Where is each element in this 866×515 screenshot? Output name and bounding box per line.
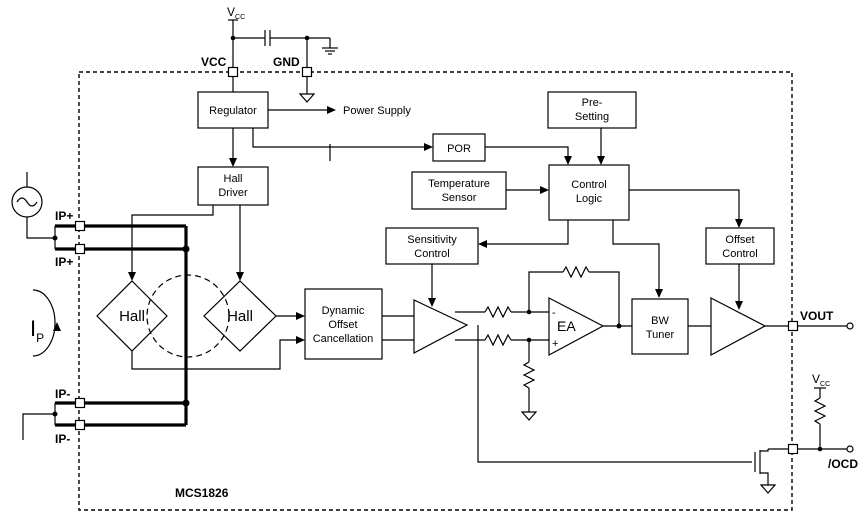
chip-boundary <box>78 71 793 511</box>
ground-symbol-ocd <box>759 484 777 494</box>
hall-element-1-label: Hall <box>119 308 145 325</box>
chip-name: MCS1826 <box>175 486 229 500</box>
error-amplifier <box>548 297 605 357</box>
vout-label: VOUT <box>800 309 834 323</box>
por-block <box>432 133 486 162</box>
vcc-pin-label: VCC <box>201 55 227 69</box>
ip-plus-label-1: IP+ <box>55 209 73 223</box>
vout-pin <box>787 320 799 332</box>
resistor-feedback <box>562 265 590 279</box>
offset-control-block <box>705 227 775 265</box>
ground-symbol-gnd-pin <box>298 93 316 103</box>
por-label: POR <box>447 143 471 155</box>
ea-minus-label: - <box>552 307 556 319</box>
power-supply-label: Power Supply <box>343 105 411 117</box>
hall-element-2 <box>203 280 277 352</box>
resistor-pullup <box>813 397 827 425</box>
power-supply-arrow <box>327 106 336 114</box>
current-label: IP <box>30 316 44 345</box>
ocd-pin <box>787 443 799 455</box>
regulator-label: Regulator <box>209 105 257 117</box>
ip-minus-label-2: IP- <box>55 432 70 446</box>
ip-plus-label-2: IP+ <box>55 255 73 269</box>
dynamic-offset-cancellation-block <box>304 288 383 360</box>
ocd-transistor <box>754 449 769 485</box>
vcc-pin <box>227 66 239 78</box>
temperature-sensor-block <box>411 171 507 210</box>
regulator-block <box>197 91 269 129</box>
sensitivity-control-block <box>385 227 479 265</box>
gnd-pin <box>301 66 313 78</box>
control-logic-block <box>548 164 630 221</box>
current-loop-icon <box>32 289 56 357</box>
output-buffer <box>710 297 767 357</box>
vcc-supply-label-top: VCC <box>227 5 245 21</box>
ground-symbol-top <box>322 47 338 55</box>
ocd-label: /OCD <box>828 457 858 471</box>
ea-plus-label: + <box>552 338 558 350</box>
resistor-1 <box>484 305 512 319</box>
ip-plus-pin-2 <box>74 243 86 255</box>
hall-driver-block <box>197 166 269 206</box>
current-path <box>52 220 190 431</box>
gnd-pin-label: GND <box>273 55 300 69</box>
vcc-supply-label-right: VCC <box>812 372 830 388</box>
ea-label: EA <box>557 318 576 334</box>
ip-plus-pin-1 <box>74 220 86 232</box>
bw-tuner-block <box>631 298 689 355</box>
preamplifier <box>413 299 469 354</box>
ground-symbol-ea <box>520 411 538 421</box>
vout-terminal <box>846 322 854 330</box>
magnetic-field-circle <box>146 274 230 358</box>
ip-minus-pin-2 <box>74 419 86 431</box>
ip-minus-pin-1 <box>74 397 86 409</box>
top-supply: VCC VCC GND <box>201 5 338 103</box>
ip-minus-label-1: IP- <box>55 387 70 401</box>
resistor-2 <box>484 333 512 347</box>
hall-element-2-label: Hall <box>227 308 253 325</box>
ocd-terminal <box>846 445 854 453</box>
presetting-block <box>547 91 637 129</box>
resistor-ground <box>522 361 536 389</box>
presetting-label: Pre-Setting <box>575 97 609 123</box>
